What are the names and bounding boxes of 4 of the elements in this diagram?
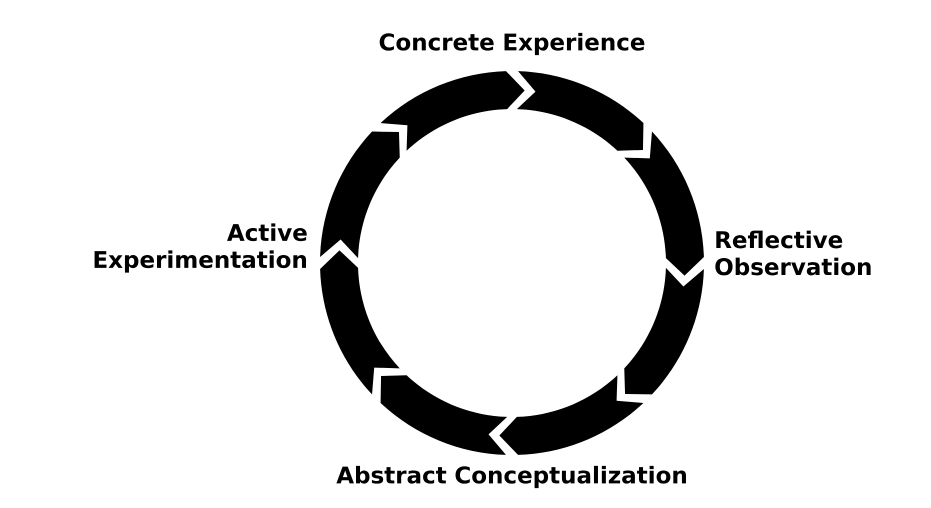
stage-label: Active Experimentation (94, 223, 307, 273)
stage-label: Concrete Experience (380, 32, 644, 56)
stage-label: Abstract Conceptualization (336, 466, 686, 488)
stage-label: Reflective Observation (715, 230, 871, 276)
